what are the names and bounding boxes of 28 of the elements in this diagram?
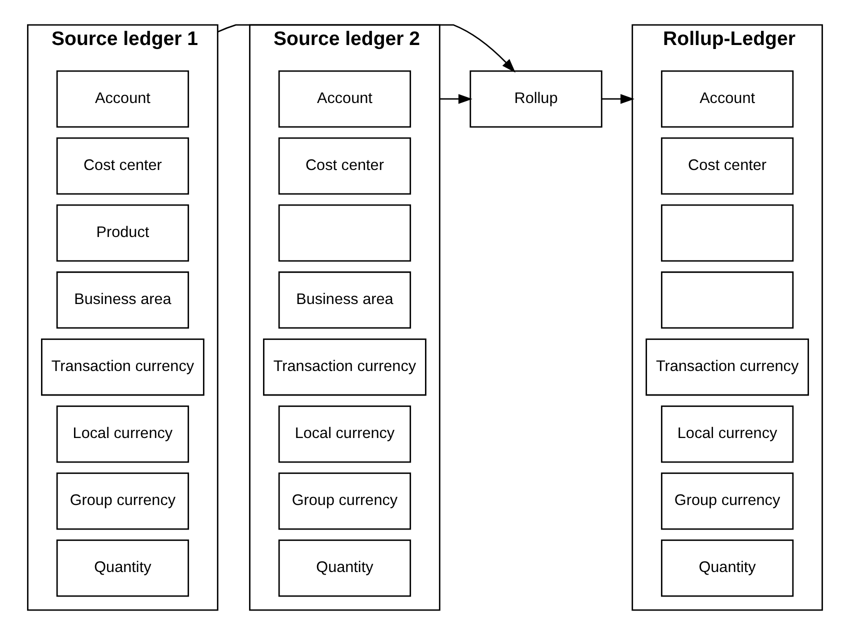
node-box: Account [278,70,411,128]
node-box: Group currency [56,472,189,530]
node-box [660,271,794,329]
node-box: Quantity [56,540,189,597]
node-box: Account [56,70,189,128]
node-box: Cost center [660,137,794,195]
node-box: Local currency [278,405,411,463]
node-box: Group currency [278,472,411,530]
node-box [660,204,794,262]
node-box: Quantity [278,540,411,597]
node-box: Cost center [278,137,411,195]
node-box: Quantity [660,540,794,597]
node-box: Local currency [660,405,794,463]
node-box: Transaction currency [645,338,808,396]
node-box: Business area [278,271,411,329]
node-box: Transaction currency [40,338,204,396]
node-box: Business area [56,271,189,329]
node-box: Rollup [469,70,602,128]
node-box: Cost center [56,137,189,195]
arrow [216,24,515,73]
node-box: Local currency [56,405,189,463]
arrow [439,94,472,104]
node-box: Account [660,70,794,128]
node-box: Product [56,204,189,262]
node-box: Group currency [660,472,794,530]
arrow [601,94,634,104]
node-box: Transaction currency [262,338,426,396]
node-box [278,204,411,262]
